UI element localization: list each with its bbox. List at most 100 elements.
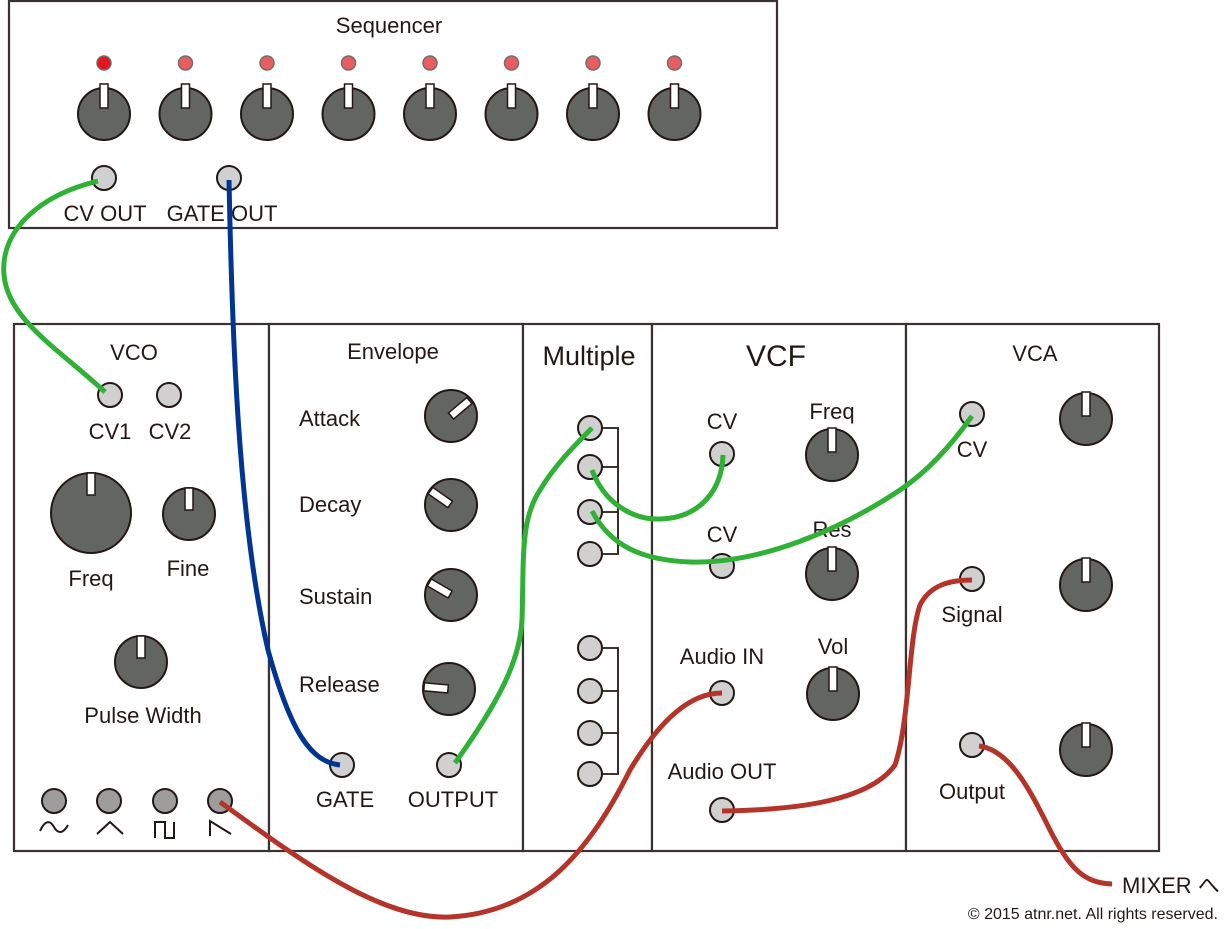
cable-vcf-out-to-vca-signal[interactable]: [721, 577, 973, 814]
vcf-freq-knob[interactable]: [805, 427, 859, 482]
sequencer-cv-out-label: CV OUT: [63, 201, 146, 226]
vco-cv1-label: CV1: [89, 419, 132, 444]
triangle-wave-icon: [96, 820, 124, 835]
cable-seq-gate-to-env-gate[interactable]: [226, 179, 341, 768]
envelope-decay-knob[interactable]: [424, 478, 478, 532]
vco-freq-label: Freq: [68, 566, 113, 591]
multiple-title: Multiple: [542, 341, 635, 371]
knob-pointer: [425, 83, 435, 109]
sequencer-step-7: [566, 55, 620, 141]
square-wave-icon: [154, 821, 175, 839]
knob-pointer: [588, 83, 598, 109]
knob-pointer: [669, 83, 680, 109]
step-pitch-knob[interactable]: [403, 83, 457, 141]
knob-pointer: [343, 83, 354, 109]
step-led-indicator: [259, 55, 275, 71]
vcf-cv1-label: CV: [707, 409, 738, 434]
vcf-panel: [650, 322, 908, 853]
vca-cv-level-knob[interactable]: [1059, 391, 1113, 446]
sequencer-gate-out-label: GATE OUT: [167, 201, 278, 226]
sequencer-step-1: [77, 55, 131, 141]
cable-seq-cv-to-vco-cv1[interactable]: [1, 178, 107, 394]
sequencer-step-6: [484, 55, 539, 141]
vco-pulse-width-knob[interactable]: [114, 635, 168, 689]
vca-panel: [904, 322, 1161, 853]
step-pitch-knob[interactable]: [240, 83, 294, 141]
envelope-release-label: Release: [299, 672, 380, 697]
envelope-attack-label: Attack: [299, 406, 361, 431]
knob-pointer: [136, 635, 146, 659]
cable-multiple-to-vca-cv[interactable]: [589, 414, 975, 565]
vco-square-out-jack[interactable]: [152, 788, 178, 814]
multiple-bus-a: [602, 427, 619, 555]
sawtooth-wave-icon: [209, 819, 232, 836]
step-led-indicator: [177, 55, 194, 71]
envelope-gate-label: GATE: [316, 787, 374, 812]
step-pitch-knob[interactable]: [77, 83, 131, 141]
multiple-jack-b2[interactable]: [577, 678, 603, 704]
envelope-release-knob[interactable]: [422, 662, 476, 716]
vca-title: VCA: [1012, 341, 1058, 366]
knob-pointer: [827, 427, 837, 453]
multiple-jack-b3[interactable]: [577, 720, 603, 746]
vco-fine-knob[interactable]: [162, 487, 216, 541]
copyright-notice: © 2015 atnr.net. All rights reserved.: [968, 906, 1218, 923]
vca-cv-jack[interactable]: [959, 401, 985, 427]
sequencer-steps: [77, 55, 702, 141]
vcf-vol-label: Vol: [818, 634, 849, 659]
step-led-indicator: [340, 55, 357, 71]
envelope-sustain-knob[interactable]: [424, 568, 478, 622]
vco-title: VCO: [110, 340, 158, 365]
vco-pulse-width-label: Pulse Width: [84, 703, 201, 728]
knob-pointer: [180, 83, 191, 109]
cable-vca-out-to-mixer[interactable]: [978, 743, 1113, 887]
knob-pointer: [422, 682, 450, 694]
vcf-audio-out-label: Audio OUT: [668, 759, 777, 784]
vco-module: VCO CV1 CV2 Freq Fine Pulse Width: [12, 322, 271, 853]
vcf-res-knob[interactable]: [805, 546, 859, 601]
cable-multiple-to-vcf-cv[interactable]: [589, 454, 726, 522]
vcf-freq-label: Freq: [809, 399, 854, 424]
step-pitch-knob[interactable]: [158, 83, 213, 141]
vco-fine-label: Fine: [167, 556, 210, 581]
step-pitch-knob[interactable]: [647, 83, 702, 141]
cable-env-out-to-multiple[interactable]: [452, 426, 594, 765]
multiple-module: Multiple: [521, 322, 654, 853]
knob-pointer: [827, 546, 837, 572]
knob-pointer: [447, 396, 474, 421]
vca-signal-level-knob[interactable]: [1059, 557, 1113, 612]
step-pitch-knob[interactable]: [484, 83, 539, 141]
knob-pointer: [506, 83, 517, 109]
knob-pointer: [86, 472, 96, 496]
envelope-panel: [267, 322, 525, 853]
step-pitch-knob[interactable]: [321, 83, 376, 141]
step-led-indicator: [503, 55, 520, 71]
multiple-jack-a4[interactable]: [577, 541, 603, 567]
vca-signal-label: Signal: [941, 602, 1002, 627]
envelope-sustain-label: Sustain: [299, 584, 372, 609]
envelope-attack-knob[interactable]: [424, 389, 478, 443]
step-pitch-knob[interactable]: [566, 83, 620, 141]
sequencer-cv-out-jack[interactable]: [91, 165, 117, 191]
vcf-module: VCF CV Freq CV Res Audio IN Vol Audio: [650, 322, 908, 853]
sequencer-step-8: [647, 55, 702, 141]
knob-pointer: [99, 83, 109, 109]
multiple-jack-a2[interactable]: [577, 454, 603, 480]
vco-cv2-label: CV2: [149, 419, 192, 444]
vco-freq-knob[interactable]: [50, 472, 132, 554]
sine-wave-icon: [39, 821, 69, 833]
envelope-title: Envelope: [347, 339, 439, 364]
multiple-jack-b4[interactable]: [577, 761, 603, 787]
cable-vco-saw-to-vcf-audio-in[interactable]: [218, 690, 723, 920]
step-led-indicator: [96, 55, 112, 71]
vca-output-level-knob[interactable]: [1059, 722, 1113, 777]
multiple-jack-b1[interactable]: [577, 635, 603, 661]
vco-triangle-out-jack[interactable]: [96, 788, 122, 814]
vcf-vol-knob[interactable]: [806, 666, 860, 721]
vca-cv-label: CV: [957, 437, 988, 462]
vco-cv2-jack[interactable]: [156, 382, 182, 408]
vcf-audio-in-label: Audio IN: [680, 644, 764, 669]
vco-sine-out-jack[interactable]: [41, 788, 67, 814]
